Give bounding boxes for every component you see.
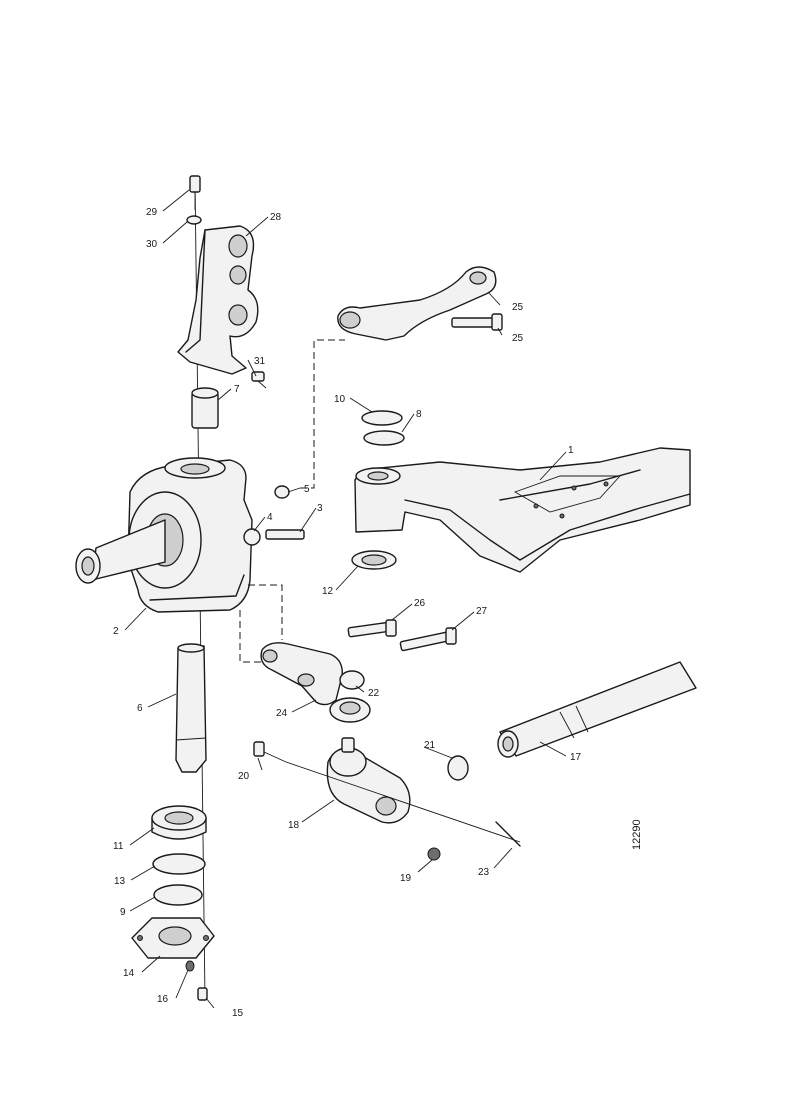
- label-6: 6: [137, 703, 143, 714]
- label-21: 21: [424, 740, 436, 751]
- label-13: 13: [114, 876, 126, 887]
- label-16: 16: [157, 994, 169, 1005]
- part-25-upper-arm: [337, 266, 497, 341]
- label-20: 20: [238, 771, 250, 782]
- label-25b: 25: [512, 333, 524, 344]
- label-25a: 25: [512, 302, 524, 313]
- part-6-king-pin: [175, 643, 207, 773]
- part-22-ball-joint: [329, 670, 371, 723]
- label-3: 3: [317, 503, 323, 514]
- part-9-shim: [153, 884, 203, 906]
- drawing-reference-number: 12290: [631, 819, 643, 850]
- label-17: 17: [570, 752, 582, 763]
- cotter-axis-line: [285, 761, 521, 843]
- label-31: 31: [254, 356, 266, 367]
- part-labels: 29 30 28 31 7 5 4 3 2 6 11 13 9 14 16 15…: [113, 207, 582, 1019]
- label-10: 10: [334, 394, 346, 405]
- part-24-steering-arm: [260, 642, 343, 706]
- part-28-steering-arm: [177, 225, 259, 375]
- label-14: 14: [123, 968, 135, 979]
- label-4: 4: [267, 512, 273, 523]
- part-14-cover-plate: [131, 917, 215, 959]
- part-18-tie-rod-end: [326, 737, 411, 824]
- label-28: 28: [270, 212, 282, 223]
- part-1-axle-beam: [354, 447, 691, 573]
- label-15: 15: [232, 1008, 244, 1019]
- part-31-bolt: [251, 371, 267, 389]
- part-4-washer: [243, 528, 261, 546]
- part-2-steering-knuckle: [75, 457, 253, 613]
- part-5-nut: [274, 485, 290, 499]
- label-19: 19: [400, 873, 412, 884]
- connection-line-lower-arm: [239, 584, 283, 663]
- label-26: 26: [414, 598, 426, 609]
- part-25-bolt: [451, 313, 503, 331]
- part-15-screw: [197, 987, 208, 1001]
- part-8-ring: [363, 430, 405, 446]
- label-1: 1: [568, 445, 574, 456]
- part-10-seal: [361, 410, 403, 426]
- connection-line-arm: [300, 339, 345, 489]
- label-23: 23: [478, 867, 490, 878]
- label-12: 12: [322, 586, 334, 597]
- label-5: 5: [304, 484, 310, 495]
- part-23-cotter-pin: [495, 821, 521, 847]
- label-29: 29: [146, 207, 158, 218]
- label-11: 11: [113, 841, 124, 852]
- part-29-bolt: [189, 175, 201, 210]
- part-17-tie-rod: [497, 661, 697, 758]
- part-21-clamp: [447, 755, 469, 781]
- part-16-nipple: [185, 960, 195, 972]
- part-13-ring: [152, 853, 206, 875]
- part-19-nut: [427, 847, 441, 861]
- label-8: 8: [416, 409, 422, 420]
- part-26-bolt: [347, 619, 397, 638]
- label-2: 2: [113, 626, 119, 637]
- part-27-bolt: [399, 627, 457, 652]
- part-3-bolt: [265, 529, 305, 540]
- part-20-bolt: [253, 741, 287, 763]
- label-27: 27: [476, 606, 488, 617]
- label-18: 18: [288, 820, 300, 831]
- part-30-washer: [186, 215, 202, 225]
- leader-lines: [124, 189, 567, 1009]
- part-7-bushing: [191, 387, 219, 429]
- part-11-bearing: [151, 805, 207, 840]
- label-7: 7: [234, 384, 240, 395]
- label-9: 9: [120, 907, 126, 918]
- part-12-thrust-bearing: [351, 550, 397, 570]
- label-22: 22: [368, 688, 380, 699]
- label-30: 30: [146, 239, 158, 250]
- label-24: 24: [276, 708, 288, 719]
